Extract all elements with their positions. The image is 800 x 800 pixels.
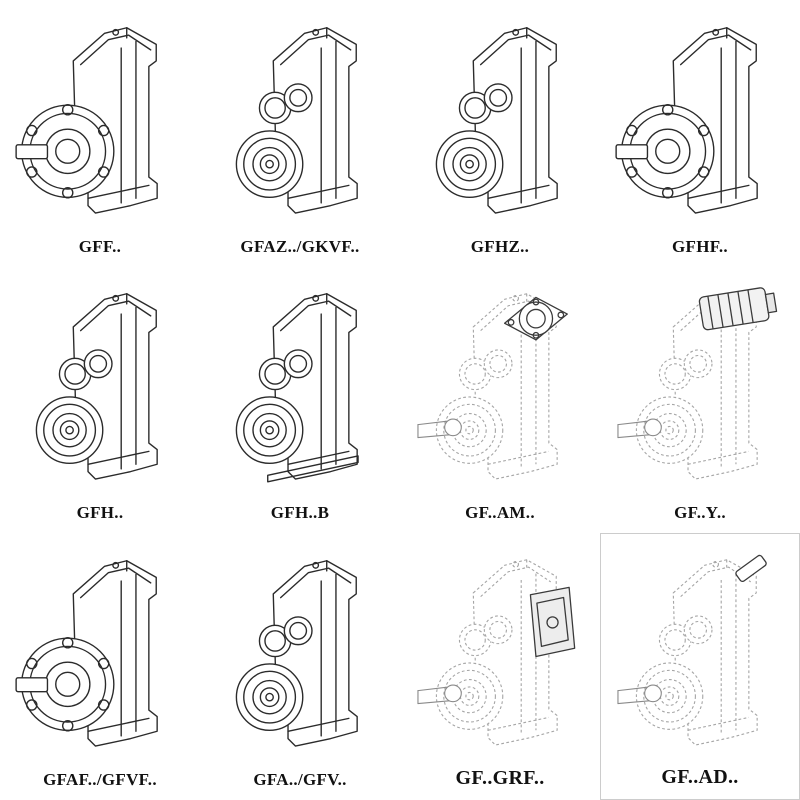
gearbox-hollow-shaft-drawing	[235, 26, 358, 214]
gearbox-top-flange-drawing	[402, 271, 598, 501]
model-label: GF..AM..	[465, 503, 535, 523]
gearbox-flange-drawing	[602, 4, 798, 234]
product-cell: GFAF../GFVF..	[0, 533, 200, 800]
model-label: GF..GRF..	[455, 766, 545, 789]
gearbox-hollow-shaft-base-drawing	[235, 293, 359, 483]
product-cell: GFF..	[0, 0, 200, 267]
product-cell: GF..GRF..	[400, 533, 600, 800]
model-label: GF..AD..	[661, 765, 739, 788]
product-cell: GFH..	[0, 267, 200, 534]
gearbox-flange-drawing	[2, 4, 198, 234]
model-label: GFHF..	[672, 236, 728, 256]
gearbox-hollow-shaft-drawing	[35, 293, 158, 481]
product-cell: GF..AM..	[400, 267, 600, 534]
product-cell: GF..AD..	[600, 533, 800, 800]
product-cell: GFHF..	[600, 0, 800, 267]
gearbox-hollow-base-drawing	[202, 271, 398, 501]
model-label: GF..Y..	[674, 503, 726, 523]
model-label: GFH..B	[270, 503, 330, 523]
gearbox-hollow-drawing	[202, 4, 398, 234]
product-cell: GF..Y..	[600, 267, 800, 534]
product-cell: GFAZ../GKVF..	[200, 0, 400, 267]
gearbox-dashed-top-flange-drawing	[417, 293, 568, 481]
product-cell: GFA../GFV..	[200, 533, 400, 800]
gearbox-motor-drawing	[602, 271, 798, 501]
gearbox-hollow-drawing	[202, 537, 398, 767]
gearbox-output-flange-drawing	[615, 26, 758, 214]
gearbox-adapter-drawing	[402, 537, 598, 764]
gearbox-hollow-shaft-drawing	[435, 26, 558, 214]
gearbox-dashed-input-shaft-drawing	[617, 553, 768, 746]
gearbox-flange-drawing	[2, 537, 198, 767]
gearbox-output-flange-drawing	[15, 560, 158, 747]
model-label: GFA../GFV..	[253, 769, 347, 789]
gearbox-hollow-shaft-drawing	[235, 560, 358, 747]
gearbox-output-flange-drawing	[15, 26, 158, 214]
gearbox-hollow-drawing	[402, 4, 598, 234]
gearbox-hollow-drawing	[2, 271, 198, 501]
model-label: GFAF../GFVF..	[43, 769, 157, 789]
model-label: GFF..	[78, 236, 122, 256]
product-cell: GFHZ..	[400, 0, 600, 267]
model-label: GFAZ../GKVF..	[240, 236, 360, 256]
gearbox-dashed-adapter-drawing	[417, 558, 576, 746]
gearbox-input-shaft-drawing	[603, 538, 797, 763]
model-label: GFH..	[76, 503, 124, 523]
model-label: GFHZ..	[470, 236, 530, 256]
product-cell: GFH..B	[200, 267, 400, 534]
gearbox-dashed-motor-drawing	[617, 285, 779, 481]
